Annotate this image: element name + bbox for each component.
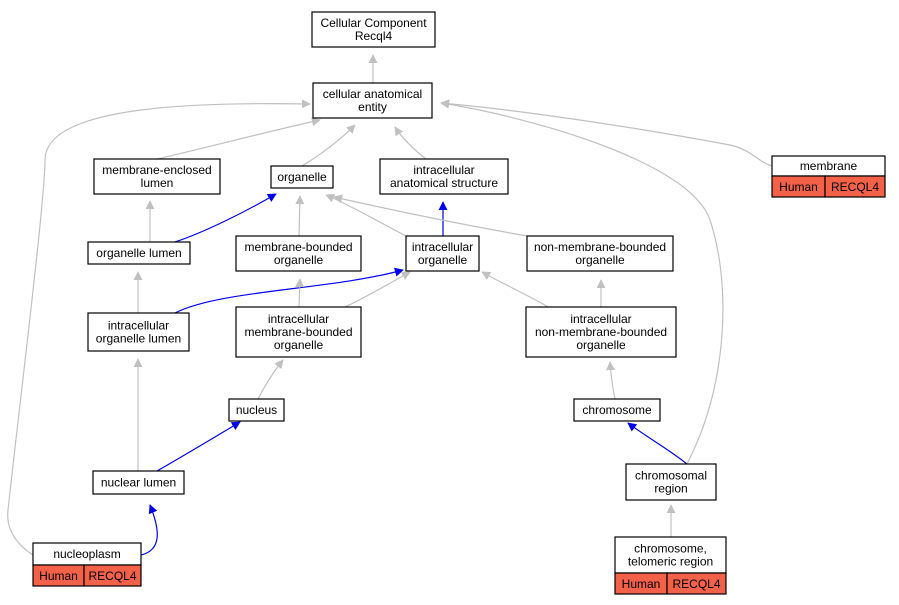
edge-is-a-intracellular-non-membrane-bounded-organelle-to-intracellular-organelle <box>481 271 549 308</box>
node-label-line: non-membrane-bounded <box>535 325 667 339</box>
node-label-line: Recql4 <box>355 29 393 43</box>
edge-part-of-intracellular-organelle-lumen-to-intracellular-organelle <box>174 267 404 314</box>
node-box <box>525 306 677 358</box>
node-nuclear-lumen[interactable]: nuclear lumen <box>92 470 185 495</box>
node-label-line: entity <box>358 100 387 114</box>
node-label-line: membrane-enclosed <box>102 163 211 177</box>
node-label-line: nucleus <box>236 403 277 417</box>
node-label-line: intracellular <box>108 319 169 333</box>
edge-is-a-intracellular-organelle-to-organelle <box>325 193 407 237</box>
node-label-line: anatomical structure <box>390 176 498 190</box>
edges-layer <box>7 54 773 556</box>
node-box <box>270 165 334 189</box>
node-label-line: membrane-bounded <box>244 325 352 339</box>
node-box <box>405 235 480 272</box>
node-chromosome[interactable]: chromosome <box>573 398 661 422</box>
node-box <box>379 158 509 195</box>
edge-is-a-chromosomal-region-to-cellular-anatomical-entity <box>440 99 724 465</box>
edge-part-of-nuclear-lumen-to-nucleus <box>156 421 241 472</box>
node-label-line: telomeric region <box>628 555 713 569</box>
node-label-line: organelle <box>576 338 626 352</box>
node-box <box>311 11 436 48</box>
node-nucleus[interactable]: nucleus <box>228 398 285 422</box>
node-label-line: organelle lumen <box>96 246 181 260</box>
node-intracellular-non-membrane-bounded-organelle[interactable]: intracellularnon-membrane-boundedorganel… <box>525 306 677 358</box>
node-label-line: membrane-bounded <box>244 240 352 254</box>
edge-is-a-organelle-to-cellular-anatomical-entity <box>301 124 356 167</box>
gene-badge <box>824 175 886 198</box>
node-organelle[interactable]: organelle <box>270 165 334 189</box>
edge-is-a-nucleus-to-intracellular-membrane-bounded-organelle <box>257 359 284 400</box>
edge-is-a-intracellular-anatomical-structure-to-cellular-anatomical-entity <box>394 126 427 160</box>
node-label-line: chromosome, <box>634 542 707 556</box>
node-label-line: organelle <box>277 170 327 184</box>
node-label-line: organelle <box>575 253 625 267</box>
node-box <box>235 235 362 272</box>
node-box <box>235 306 362 358</box>
species-label: Human <box>39 569 78 583</box>
node-label-line: intracellular <box>268 312 329 326</box>
edge-is-a-membrane-to-cellular-anatomical-entity <box>440 99 773 167</box>
node-box <box>87 312 190 352</box>
node-label-line: membrane <box>800 159 858 173</box>
node-label-line: organelle <box>274 253 324 267</box>
node-box <box>87 241 191 265</box>
node-label-line: chromosomal <box>635 469 707 483</box>
node-label-line: region <box>654 482 687 496</box>
edge-part-of-chromosomal-region-to-chromosome <box>627 422 688 465</box>
node-box <box>573 398 661 422</box>
node-label-line: non-membrane-bounded <box>534 240 666 254</box>
node-label-line: organelle <box>274 338 324 352</box>
node-box <box>93 158 221 195</box>
node-box <box>625 463 717 501</box>
node-label-line: nuclear lumen <box>101 476 176 490</box>
node-label-line: organelle lumen <box>96 332 181 346</box>
node-label-line: nucleoplasm <box>53 547 120 561</box>
node-box <box>92 470 185 495</box>
edge-part-of-nucleoplasm-to-nuclear-lumen <box>140 504 158 556</box>
node-label-line: intracellular <box>413 163 474 177</box>
gene-label: RECQL4 <box>672 577 720 591</box>
species-label: Human <box>779 180 818 194</box>
edge-is-a-intracellular-membrane-bounded-organelle-to-membrane-bounded-organelle <box>295 278 305 308</box>
gene-label: RECQL4 <box>831 180 879 194</box>
node-label-line: Cellular Component <box>320 16 427 30</box>
species-label: Human <box>622 577 661 591</box>
edge-part-of-organelle-lumen-to-organelle <box>174 193 277 243</box>
node-label-line: chromosome <box>582 403 652 417</box>
node-organelle-lumen[interactable]: organelle lumen <box>87 241 191 265</box>
node-label-line: organelle <box>418 253 468 267</box>
node-box <box>228 398 285 422</box>
edge-is-a-chromosome-to-intracellular-non-membrane-bounded-organelle <box>606 361 616 400</box>
node-label-line: intracellular <box>412 240 473 254</box>
gene-label: RECQL4 <box>88 569 136 583</box>
edge-is-a-non-membrane-bounded-organelle-to-organelle <box>333 194 528 237</box>
node-label-line: lumen <box>141 176 174 190</box>
gene-badge <box>666 572 727 595</box>
node-label-line: cellular anatomical <box>323 87 422 101</box>
edge-is-a-nucleoplasm-to-cellular-anatomical-entity <box>7 99 311 556</box>
node-box <box>312 82 433 119</box>
edge-is-a-membrane-bounded-organelle-to-organelle <box>295 195 305 237</box>
node-box <box>526 235 674 272</box>
node-label-line: intracellular <box>570 312 631 326</box>
gene-badge <box>83 564 142 587</box>
edge-is-a-membrane-enclosed-lumen-to-cellular-anatomical-entity <box>156 117 321 160</box>
edge-is-a-intracellular-membrane-bounded-organelle-to-intracellular-organelle <box>344 271 411 308</box>
